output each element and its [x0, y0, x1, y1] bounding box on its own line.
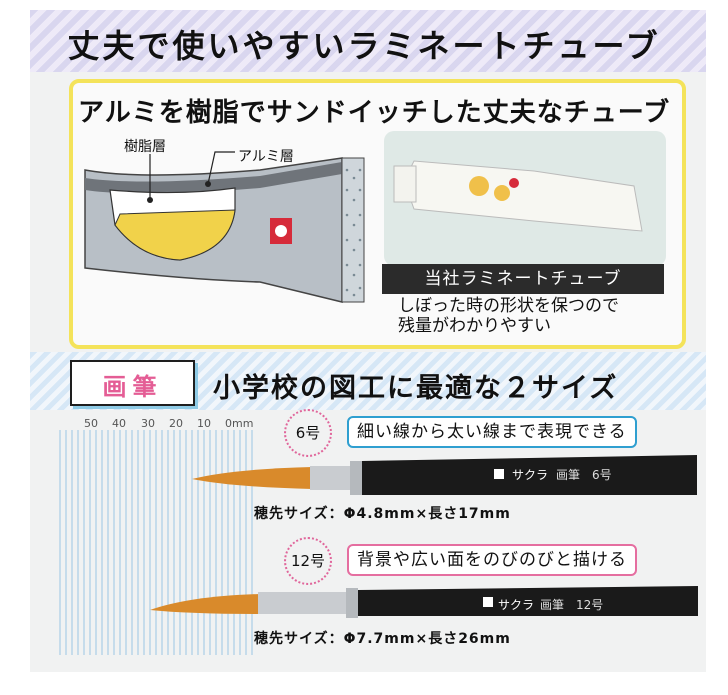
brush-6-brand: サクラ	[512, 468, 549, 482]
brush-12-image	[150, 586, 698, 618]
size-badge-12: 12号	[284, 537, 332, 585]
brush-12-handle-text: 画筆 12号	[540, 598, 604, 612]
tube-crimp	[341, 157, 365, 303]
resin-layer	[85, 162, 342, 194]
brush-12-caption: 背景や広い面をのびのびと描ける	[347, 544, 637, 576]
mm-ruler	[59, 430, 253, 655]
brush-6-size: 穂先サイズ：Φ4.8mm×長さ17mm	[254, 506, 511, 522]
brush-12-brand: サクラ	[498, 598, 535, 612]
tube-photo	[384, 131, 666, 266]
aluminum-layer-label: アルミ層	[238, 149, 294, 165]
resin-layer-label: 樹脂層	[124, 139, 166, 155]
ruler-label: 50	[84, 417, 98, 430]
ruler-label: 10	[197, 417, 211, 430]
ruler-label: 0mm	[225, 417, 254, 430]
ruler-label: 40	[112, 417, 126, 430]
brush-6-image	[192, 455, 697, 495]
brush-tag: 画筆	[70, 360, 195, 406]
page-title: 丈夫で使いやすいラミネートチューブ	[67, 27, 661, 65]
brush-6-caption: 細い線から太い線まで表現できる	[347, 416, 637, 448]
photo-label: 当社ラミネートチューブ	[382, 264, 664, 294]
tube-desc-line-2: 残量がわかりやすい	[398, 316, 551, 336]
photo-tube	[403, 160, 643, 232]
tube-cross-section-diagram	[84, 151, 365, 303]
brush-12-size: 穂先サイズ：Φ7.7mm×長さ26mm	[254, 631, 511, 647]
brush-6-handle-text: 画筆 6号	[556, 468, 612, 482]
header-banner	[30, 10, 706, 72]
brush-6-handle	[362, 455, 697, 495]
brush-tag-label: 画筆	[102, 373, 163, 401]
size-badge-6: 6号	[284, 409, 332, 457]
brush-12-ferrule	[258, 592, 346, 614]
ruler-label: 30	[141, 417, 155, 430]
brush-section-title: 小学校の図工に最適な２サイズ	[213, 373, 619, 404]
brush-6-tip	[192, 467, 312, 489]
brush-12-handle	[358, 586, 698, 616]
tube-desc-line-1: しぼった時の形状を保つので	[398, 296, 619, 316]
brush-6-ferrule	[310, 466, 352, 490]
tube-section-title: アルミを樹脂でサンドイッチした丈夫なチューブ	[78, 98, 671, 128]
brush-12-tip	[150, 594, 260, 614]
paint-fill	[114, 209, 236, 261]
ruler-label: 20	[169, 417, 183, 430]
